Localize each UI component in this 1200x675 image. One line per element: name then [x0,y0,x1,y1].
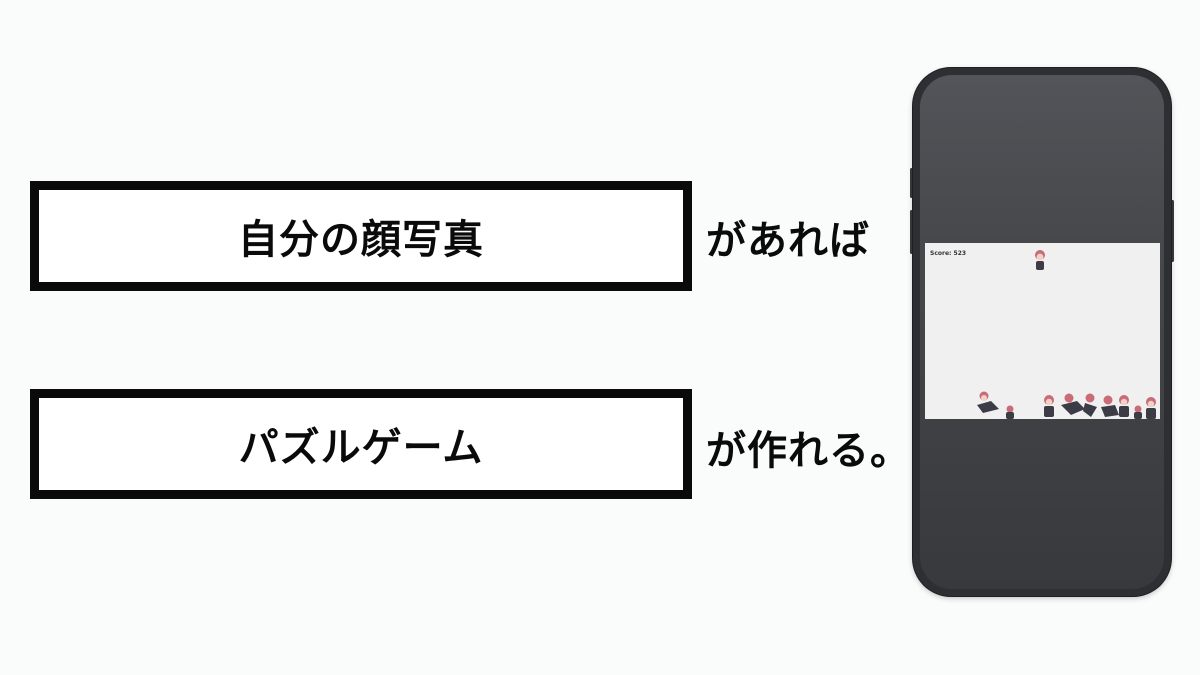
score-label: Score: 523 [930,250,967,257]
suffix-text-photo: があれば [706,218,870,264]
feature-text-photo: 自分の顔写真 [238,217,484,263]
feature-text-puzzle: パズルゲーム [238,425,484,471]
falling-character-icon [1035,250,1045,270]
feature-box-photo: 自分の顔写真 [30,181,692,291]
phone-volume-down-button [910,210,913,254]
suffix-text-puzzle: が作れる。 [706,428,911,474]
game-sprites [977,250,1156,419]
phone-volume-up-button [910,168,913,198]
feature-box-puzzle: パズルゲーム [30,389,692,499]
phone-power-button [1171,200,1174,262]
character-pile-icon [977,391,1156,419]
game-canvas[interactable]: Score: 523 [925,243,1160,419]
